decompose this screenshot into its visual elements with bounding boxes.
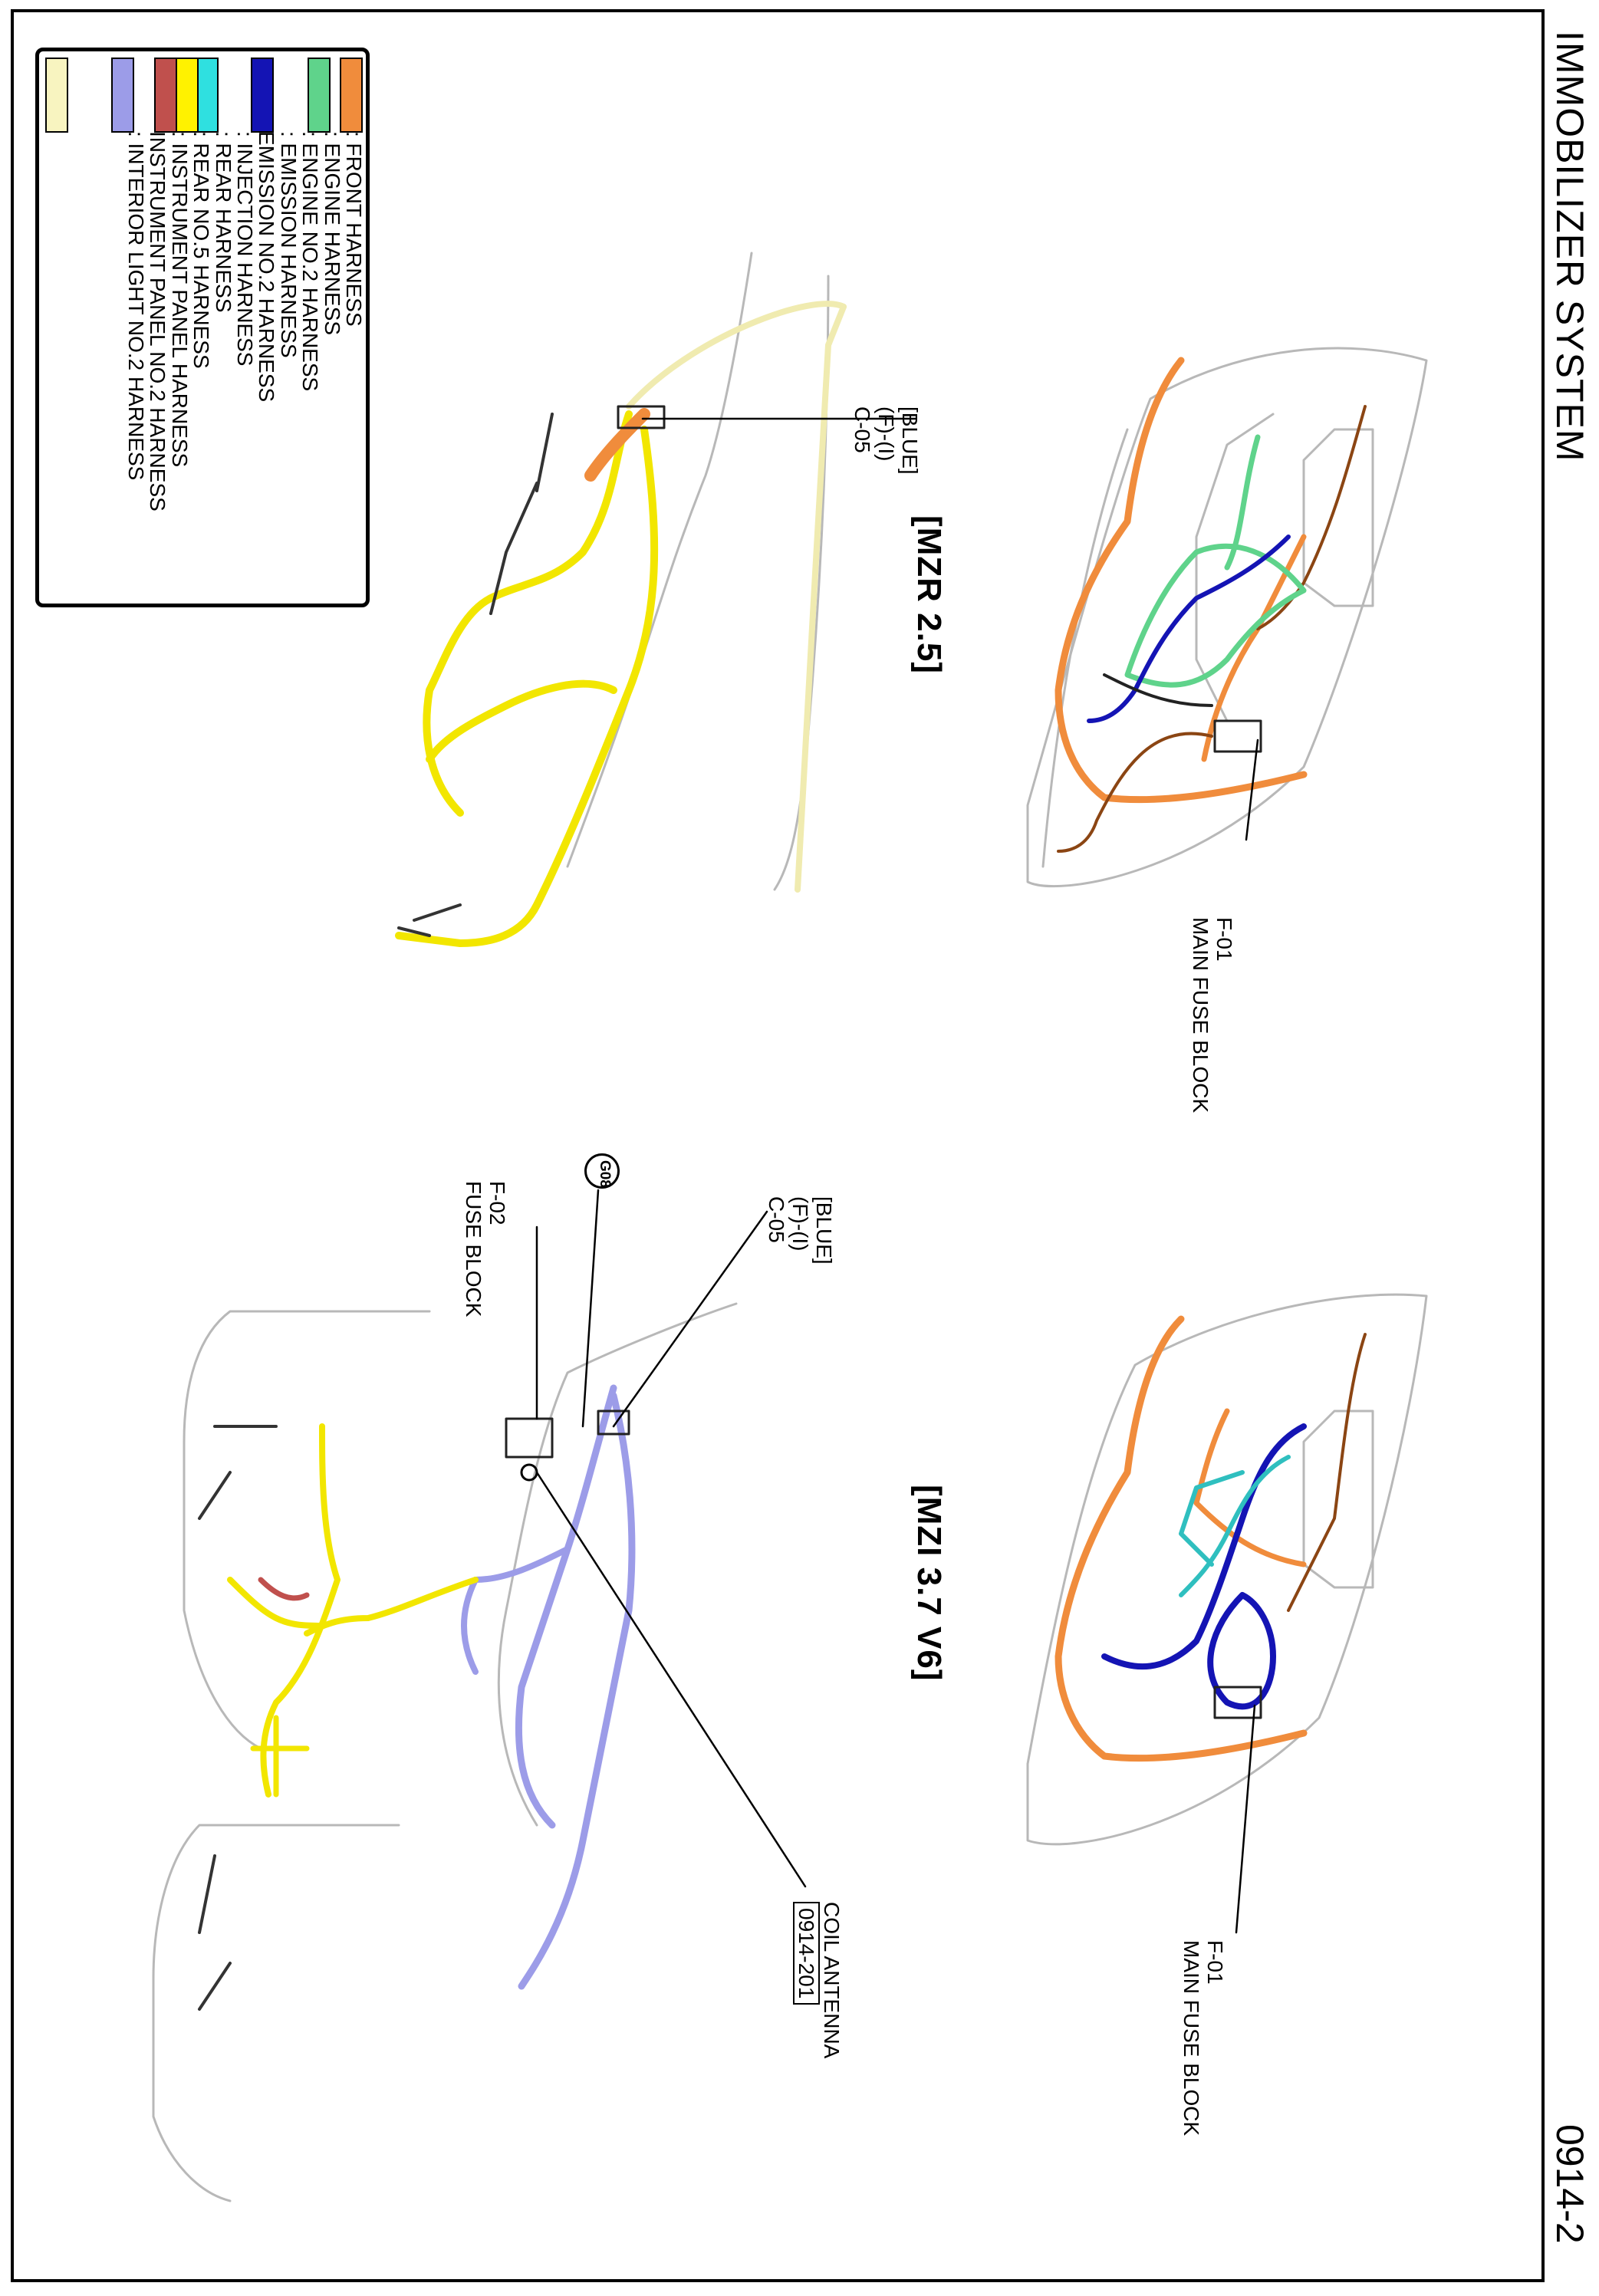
- harness-legend: : FRONT HARNESS : ENGINE HARNESS : ENGIN…: [35, 48, 370, 607]
- coil-antenna-point: [520, 1463, 538, 1482]
- mzr-c05-connector: [617, 405, 666, 429]
- mzr-engine-harness-branch: [1224, 434, 1261, 571]
- mzr-engine-bay: [1026, 347, 1428, 888]
- mzi-main-fuse-block: [1213, 1686, 1262, 1719]
- legend-swatch-rear: [176, 58, 199, 133]
- mzi-instrument-panel-harness: [515, 1384, 617, 1829]
- mzi-seat-outline: [183, 1310, 431, 1750]
- mzr-main-fuse-leader: [1245, 738, 1259, 841]
- legend-swatch-engine: [308, 58, 331, 133]
- mzi-rear-harness-3: [227, 1577, 325, 1629]
- fuse-block-f02: [505, 1417, 554, 1459]
- g08-leader: [581, 1189, 600, 1428]
- mzi-bay-outline: [1026, 1293, 1428, 1846]
- mzi-emission-harness: [1101, 1423, 1307, 1670]
- mzr-interior-light-harness-2: [626, 301, 847, 410]
- page-frame: [11, 9, 1545, 2282]
- mzr-main-fuse-block: [1213, 719, 1262, 753]
- mzi-injection-harness-2: [1179, 1470, 1245, 1567]
- mzi-rear-harness-4: [250, 1715, 310, 1798]
- mzi-front-harness: [1054, 1315, 1308, 1762]
- mzi-emission-loop: [1207, 1592, 1276, 1710]
- mzr-rear-harness-3: [426, 679, 617, 763]
- mzi-c05-leader: [612, 1210, 768, 1428]
- coil-antenna-leader: [535, 1471, 807, 1888]
- mzr-misc-wire: [1103, 673, 1213, 707]
- mzr-ground-wire: [1256, 405, 1367, 630]
- mzr-rear-harness: [423, 410, 633, 817]
- mzr-body-harness: [395, 252, 917, 947]
- mzi-instrument-panel-harness-2: [518, 1392, 636, 1990]
- mzi-rear-no5-harness: [258, 1577, 310, 1601]
- mzr-interior-light-harness: [795, 304, 847, 893]
- mzr-body-outline: [566, 252, 753, 868]
- mzr-ground-wire-lower: [1057, 732, 1213, 853]
- mzr-battery-outline: [1302, 428, 1374, 607]
- legend-swatch-interior-light: [45, 58, 68, 133]
- legend-swatch-rear-no5: [154, 58, 177, 133]
- mzr-side-connector-wires: [489, 413, 554, 615]
- legend-swatch-instrument-panel: [111, 58, 134, 133]
- mzr-strut-outline: [1195, 413, 1275, 722]
- mzr-front-harness-branch: [1201, 534, 1307, 762]
- mzi-body-harness: [152, 1189, 807, 2202]
- mzi-injection-harness: [1179, 1455, 1291, 1597]
- mzi-dash-outline: [497, 1302, 738, 1827]
- legend-swatch-front: [340, 58, 363, 133]
- mzi-rear-harness-2: [260, 1423, 341, 1798]
- mzi-front-harness-branch: [1193, 1408, 1307, 1567]
- legend-swatch-emission: [251, 58, 274, 133]
- mzi-c05-connector: [597, 1410, 630, 1436]
- mzi-rear-connector-wires: [198, 1425, 278, 2011]
- mzi-rear-seat-outline: [152, 1824, 400, 2202]
- mzr-front-to-rear-joint: [584, 408, 650, 482]
- mzr-bay-outline: [1026, 347, 1428, 888]
- mzr-emission-harness: [1087, 535, 1291, 723]
- mzi-ground-wire: [1287, 1333, 1367, 1612]
- mzr-front-harness: [1054, 357, 1308, 804]
- mzi-engine-bay: [1026, 1293, 1428, 1934]
- mzi-main-fuse-leader: [1235, 1704, 1256, 1934]
- mzr-rear-connector-wires: [397, 903, 462, 937]
- ground-g08-marker: G08: [584, 1153, 620, 1189]
- mzr-rear-harness-2: [395, 426, 659, 947]
